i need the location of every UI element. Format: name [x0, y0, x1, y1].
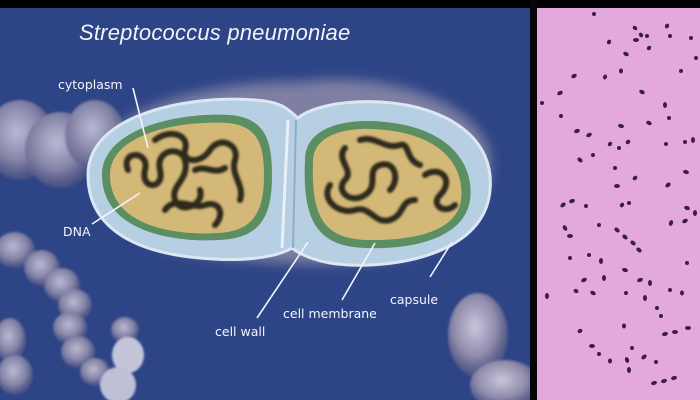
right-cell [304, 120, 471, 249]
cell-illustration [0, 79, 530, 400]
left-cell [102, 114, 272, 241]
cell-wall-pointer [256, 241, 309, 319]
cell-illustration-panel: Streptococcus pneumoniae cytoplasm DNA c… [0, 8, 530, 400]
pointer-lines [91, 87, 453, 319]
gram-stain-micrograph [540, 12, 698, 386]
label-cell-wall: cell wall [215, 324, 266, 339]
cytoplasm-pointer [132, 87, 149, 149]
label-dna: DNA [63, 224, 91, 239]
capsule-pointer [429, 241, 453, 278]
top-black-band [0, 0, 700, 8]
panel-divider [530, 0, 537, 400]
label-cell-membrane: cell membrane [283, 306, 377, 321]
background-cocci-chain-left [0, 100, 144, 400]
label-cytoplasm: cytoplasm [58, 77, 123, 92]
diplococci-cluster [540, 12, 698, 386]
cell-membrane-pointer [341, 242, 376, 301]
dna-right [324, 135, 458, 224]
diagram-title: Streptococcus pneumoniae [79, 20, 351, 45]
micrograph-panel [537, 8, 700, 400]
dna-pointer [91, 192, 141, 225]
label-capsule: capsule [390, 292, 439, 307]
dna-left [123, 130, 245, 228]
background-coccus-bottom-right [448, 293, 530, 400]
